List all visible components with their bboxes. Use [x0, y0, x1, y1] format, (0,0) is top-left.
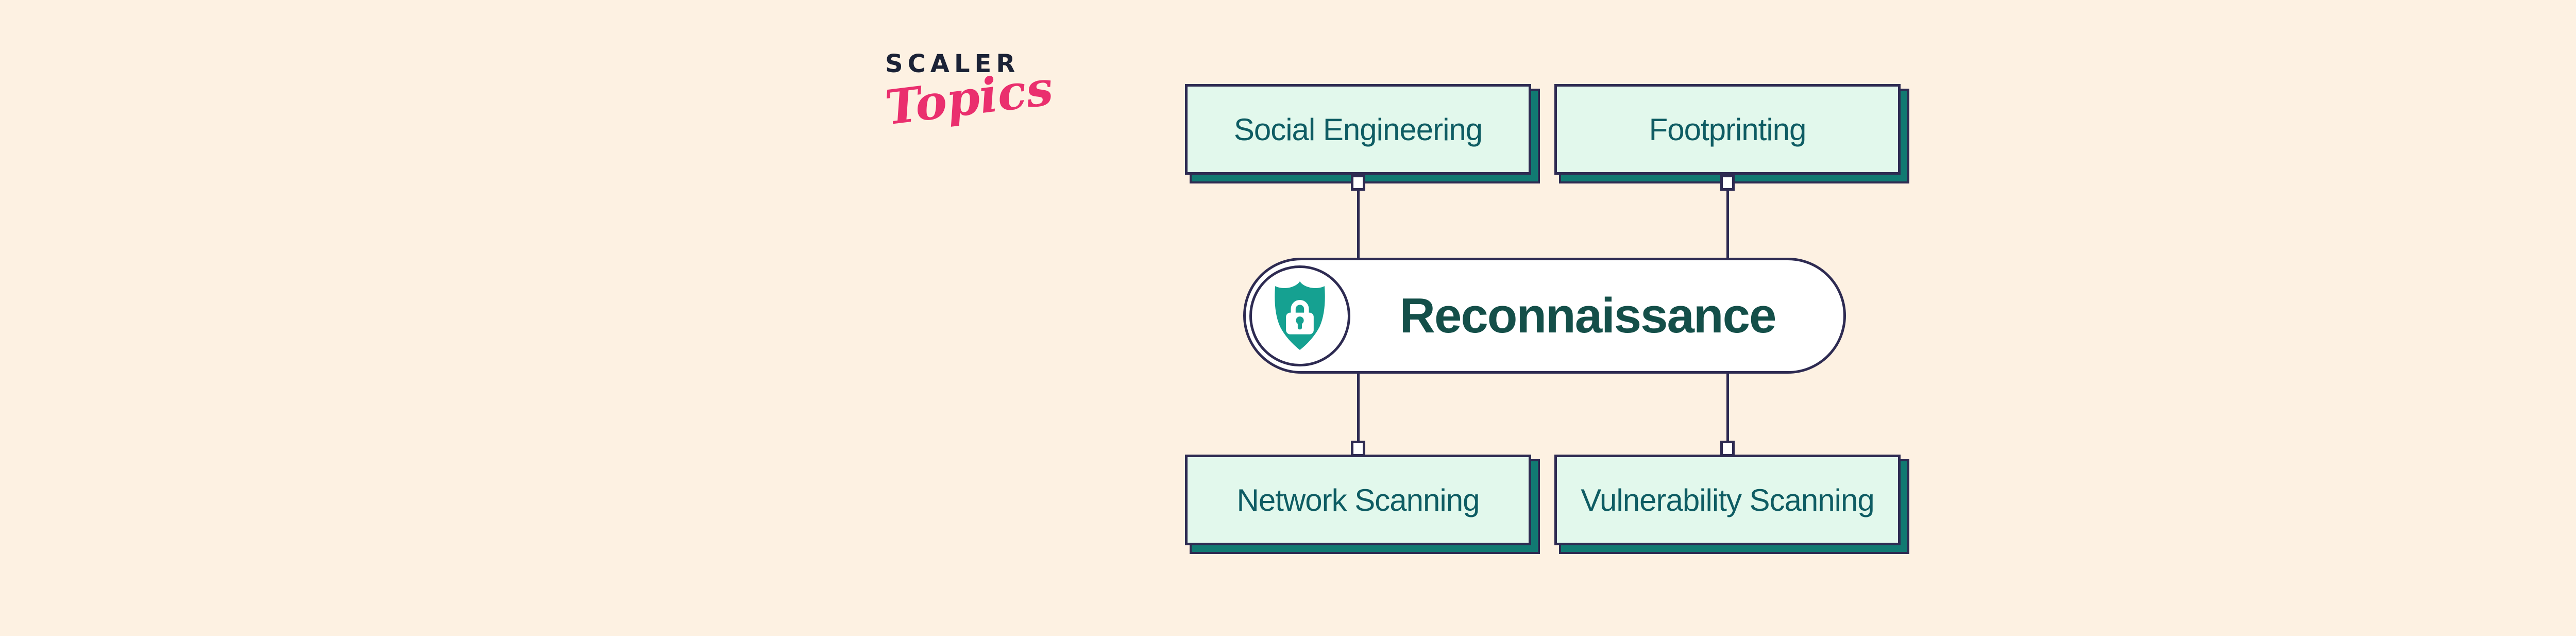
node-label: Footprinting — [1649, 112, 1807, 147]
center-node-label: Reconnaissance — [1399, 288, 1777, 343]
connector-anchor-bottom-right — [1720, 441, 1735, 457]
node-network-scanning: Network Scanning — [1185, 455, 1531, 545]
connector-line-top-right — [1726, 177, 1729, 259]
connector-anchor-top-right — [1720, 175, 1735, 191]
scaler-topics-logo: SCALER Topics — [882, 49, 1056, 136]
node-vulnerability-scanning: Vulnerability Scanning — [1554, 455, 1901, 545]
connector-anchor-bottom-left — [1351, 441, 1365, 457]
shield-lock-icon — [1275, 281, 1325, 350]
connector-line-bottom-left — [1357, 372, 1360, 444]
node-label: Social Engineering — [1233, 112, 1483, 147]
node-label: Network Scanning — [1236, 482, 1480, 517]
node-footprinting: Footprinting — [1554, 84, 1901, 175]
logo-wordmark: SCALER — [885, 49, 1020, 78]
node-social-engineering: Social Engineering — [1185, 84, 1531, 175]
connector-anchor-top-left — [1351, 175, 1365, 191]
connector-line-bottom-right — [1726, 372, 1729, 444]
connector-line-top-left — [1357, 177, 1360, 259]
node-label: Vulnerability Scanning — [1581, 482, 1874, 517]
center-node-reconnaissance: Reconnaissance — [1243, 258, 1846, 374]
shield-badge — [1249, 265, 1350, 366]
